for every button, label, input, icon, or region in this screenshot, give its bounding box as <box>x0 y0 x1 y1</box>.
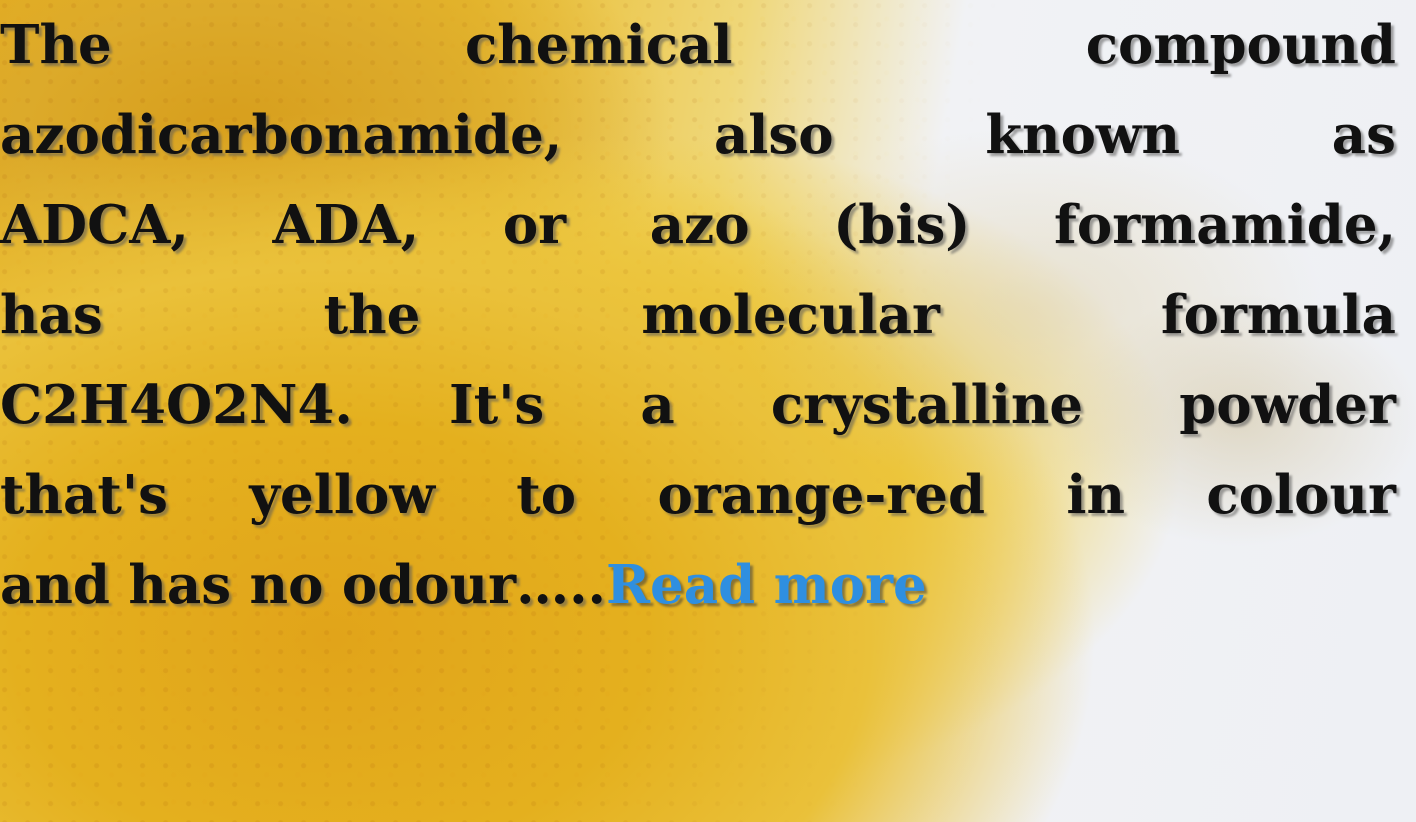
word: a <box>640 374 675 436</box>
word: compound <box>1085 14 1396 76</box>
text-line-4: has the molecular formula <box>0 270 1416 360</box>
word: C2H4O2N4. <box>0 374 353 436</box>
word: The <box>0 14 112 76</box>
word: known <box>985 104 1181 166</box>
word: ADA, <box>272 194 420 256</box>
word: to <box>516 464 577 526</box>
text-line-5: C2H4O2N4. It's a crystalline powder <box>0 360 1416 450</box>
last-line-text: and has no odour….. <box>0 554 607 616</box>
text-line-6: that's yellow to orange-red in colour <box>0 450 1416 540</box>
word: in <box>1066 464 1126 526</box>
text-line-7: and has no odour…..Read more <box>0 540 1416 630</box>
word: chemical <box>464 14 733 76</box>
word: also <box>713 104 834 166</box>
word: ADCA, <box>0 194 189 256</box>
word: colour <box>1206 464 1396 526</box>
word: formula <box>1160 284 1396 346</box>
word: has <box>0 284 103 346</box>
word: crystalline <box>770 374 1084 436</box>
word: the <box>323 284 421 346</box>
read-more-link[interactable]: Read more <box>606 554 927 616</box>
word: orange-red <box>657 464 986 526</box>
text-line-1: The chemical compound <box>0 0 1416 90</box>
word: molecular <box>641 284 940 346</box>
word: formamide, <box>1054 194 1396 256</box>
word: azo <box>649 194 750 256</box>
word: as <box>1331 104 1396 166</box>
word: or <box>502 194 567 256</box>
text-line-3: ADCA, ADA, or azo (bis) formamide, <box>0 180 1416 270</box>
word: powder <box>1179 374 1396 436</box>
article-text: The chemical compound azodicarbonamide, … <box>0 0 1416 630</box>
word: yellow <box>249 464 435 526</box>
word: It's <box>448 374 545 436</box>
text-line-2: azodicarbonamide, also known as <box>0 90 1416 180</box>
word: that's <box>0 464 168 526</box>
word: azodicarbonamide, <box>0 104 563 166</box>
word: (bis) <box>833 194 971 256</box>
